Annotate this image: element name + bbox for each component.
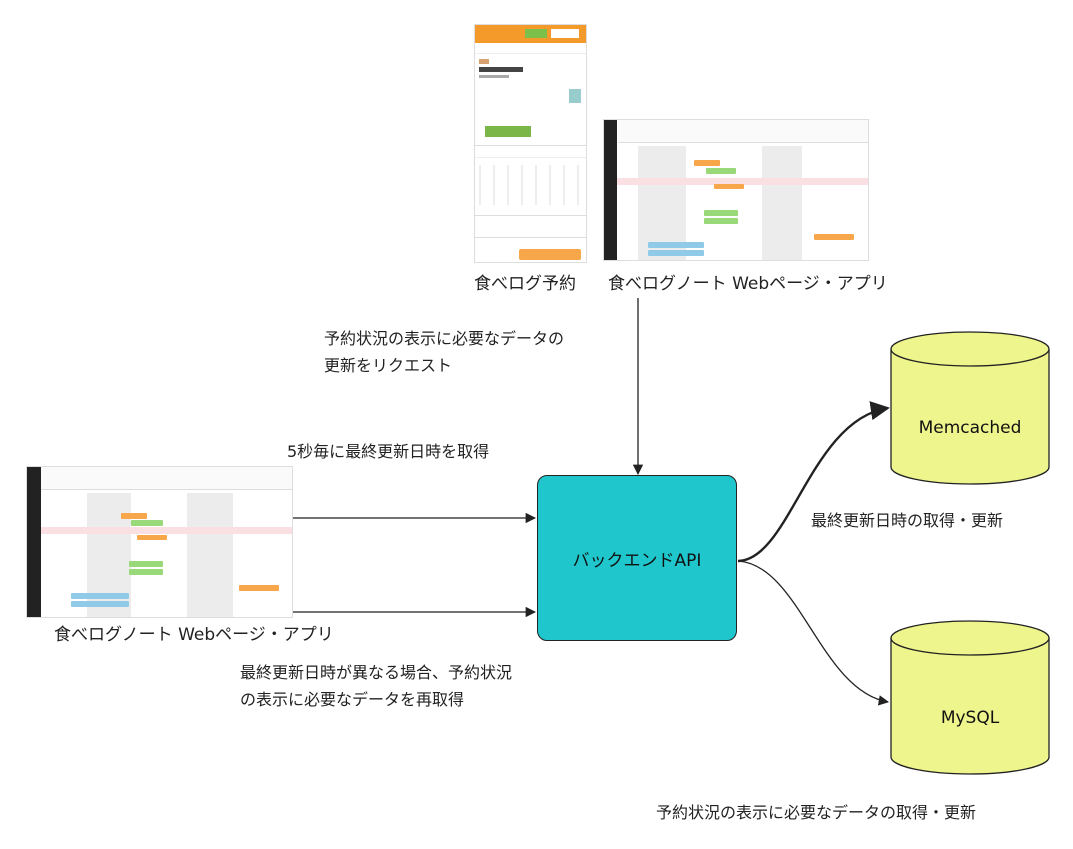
memcached-edge-label: 最終更新日時の取得・更新 (811, 511, 1004, 530)
refetch-label-2: の表示に必要なデータを再取得 (240, 690, 465, 709)
mysql-edge-label: 予約状況の表示に必要なデータの取得・更新 (656, 803, 977, 822)
memcached-cylinder (890, 331, 1050, 485)
note-app-screenshot-left (26, 466, 293, 618)
backend-api-node: バックエンドAPI (537, 475, 737, 641)
poll-label: 5秒毎に最終更新日時を取得 (287, 442, 490, 461)
reserve-app-caption: 食べログ予約 (474, 274, 576, 294)
arrow-memcached (737, 401, 890, 563)
refetch-label-1: 最終更新日時が異なる場合、予約状況 (240, 663, 513, 682)
backend-api-label: バックエンドAPI (572, 550, 702, 571)
note-app-screenshot-top (603, 119, 869, 261)
request-update-label-2: 更新をリクエスト (324, 356, 453, 375)
note-app-caption-left: 食べログノート Webページ・アプリ (54, 625, 334, 645)
mysql-label: MySQL (940, 708, 1000, 728)
mysql-cylinder (890, 620, 1050, 775)
arrow-mysql (737, 560, 890, 706)
reserve-app-screenshot (474, 24, 587, 263)
request-update-label-1: 予約状況の表示に必要なデータの (324, 329, 565, 348)
memcached-label: Memcached (918, 418, 1022, 438)
note-app-caption-top: 食べログノート Webページ・アプリ (608, 274, 888, 294)
